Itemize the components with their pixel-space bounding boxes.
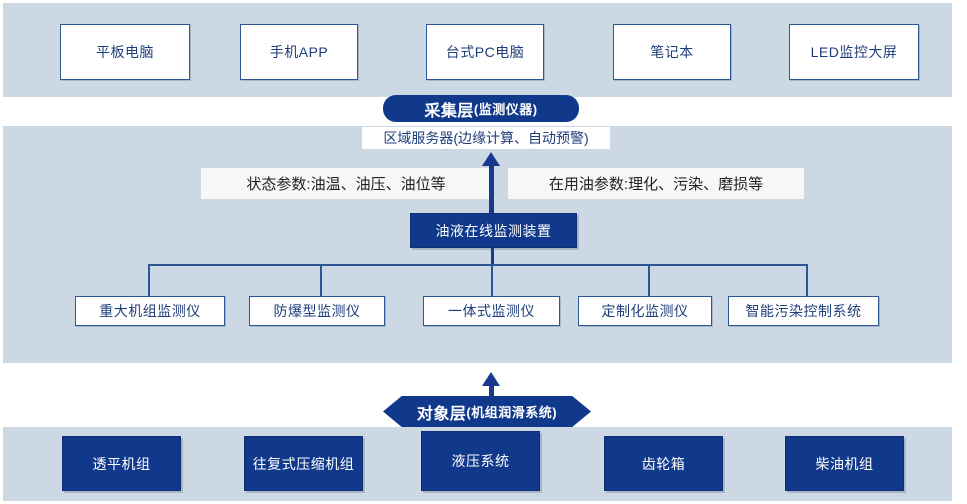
monitor-label: 定制化监测仪 <box>601 303 689 319</box>
equipment-label: 透平机组 <box>92 455 151 472</box>
arrowhead-object-to-collection <box>482 372 500 386</box>
connector-drop-5 <box>806 264 808 297</box>
layer-banner-object-main: 对象层 <box>416 405 467 423</box>
terminal-box-desktop-pc[interactable]: 台式PC电脑 <box>426 24 544 80</box>
monitor-label: 重大机组监测仪 <box>99 303 201 319</box>
oil-monitoring-device-label: 油液在线监测装置 <box>435 222 552 239</box>
terminal-box-laptop[interactable]: 笔记本 <box>613 24 731 80</box>
terminal-box-mobile-app[interactable]: 手机APP <box>240 24 358 80</box>
connector-bus-horizontal <box>148 264 808 266</box>
param-label-oil-text: 在用油参数:理化、污染、磨损等 <box>548 176 764 193</box>
connector-drop-1 <box>148 264 150 297</box>
terminal-label: 手机APP <box>269 44 329 60</box>
monitor-box-customized[interactable]: 定制化监测仪 <box>578 296 712 326</box>
param-label-oil: 在用油参数:理化、污染、磨损等 <box>508 168 804 199</box>
connector-device-to-server <box>489 165 494 213</box>
layer-banner-collection-sub: (监测仪器) <box>473 102 538 117</box>
equipment-box-gearbox[interactable]: 齿轮箱 <box>604 436 723 491</box>
layer-banner-object: 对象层 (机组润滑系统) <box>383 396 591 427</box>
terminal-label: 笔记本 <box>650 44 694 60</box>
monitor-label: 一体式监测仪 <box>448 303 535 319</box>
terminal-label: LED监控大屏 <box>810 44 898 60</box>
monitor-box-explosion-proof[interactable]: 防爆型监测仪 <box>249 296 385 326</box>
terminal-label: 平板电脑 <box>96 44 154 60</box>
layer-banner-collection-main: 采集层 <box>424 102 474 120</box>
regional-server-label: 区域服务器(边缘计算、自动预警) <box>383 130 589 146</box>
equipment-box-turbine[interactable]: 透平机组 <box>62 436 181 491</box>
terminal-box-led-screen[interactable]: LED监控大屏 <box>789 24 919 80</box>
param-label-status: 状态参数:油温、油压、油位等 <box>201 168 491 199</box>
equipment-box-diesel-unit[interactable]: 柴油机组 <box>785 436 904 491</box>
monitor-box-integrated[interactable]: 一体式监测仪 <box>423 296 560 326</box>
regional-server-box[interactable]: 区域服务器(边缘计算、自动预警) <box>362 127 610 149</box>
param-label-status-text: 状态参数:油温、油压、油位等 <box>246 176 446 193</box>
connector-drop-3 <box>491 264 493 297</box>
equipment-label: 往复式压缩机组 <box>252 455 355 472</box>
connector-device-stem <box>491 248 494 266</box>
connector-drop-4 <box>648 264 650 297</box>
terminal-box-tablet[interactable]: 平板电脑 <box>60 24 190 80</box>
equipment-label: 液压系统 <box>451 453 510 469</box>
layer-banner-object-sub: (机组润滑系统) <box>466 405 558 420</box>
equipment-box-hydraulic-system[interactable]: 液压系统 <box>421 431 540 491</box>
equipment-label: 柴油机组 <box>815 455 874 472</box>
monitor-label: 防爆型监测仪 <box>273 303 361 319</box>
monitor-label: 智能污染控制系统 <box>745 303 862 319</box>
monitor-box-smart-contamination[interactable]: 智能污染控制系统 <box>728 296 879 326</box>
terminal-label: 台式PC电脑 <box>445 44 525 60</box>
equipment-label: 齿轮箱 <box>641 455 686 472</box>
monitor-box-major-unit[interactable]: 重大机组监测仪 <box>75 296 225 326</box>
equipment-box-reciprocating-compressor[interactable]: 往复式压缩机组 <box>244 436 363 491</box>
connector-drop-2 <box>320 264 322 297</box>
layer-banner-collection: 采集层(监测仪器) <box>383 95 579 122</box>
arrowhead-device-to-server <box>482 152 500 166</box>
oil-monitoring-device-box[interactable]: 油液在线监测装置 <box>410 213 577 248</box>
